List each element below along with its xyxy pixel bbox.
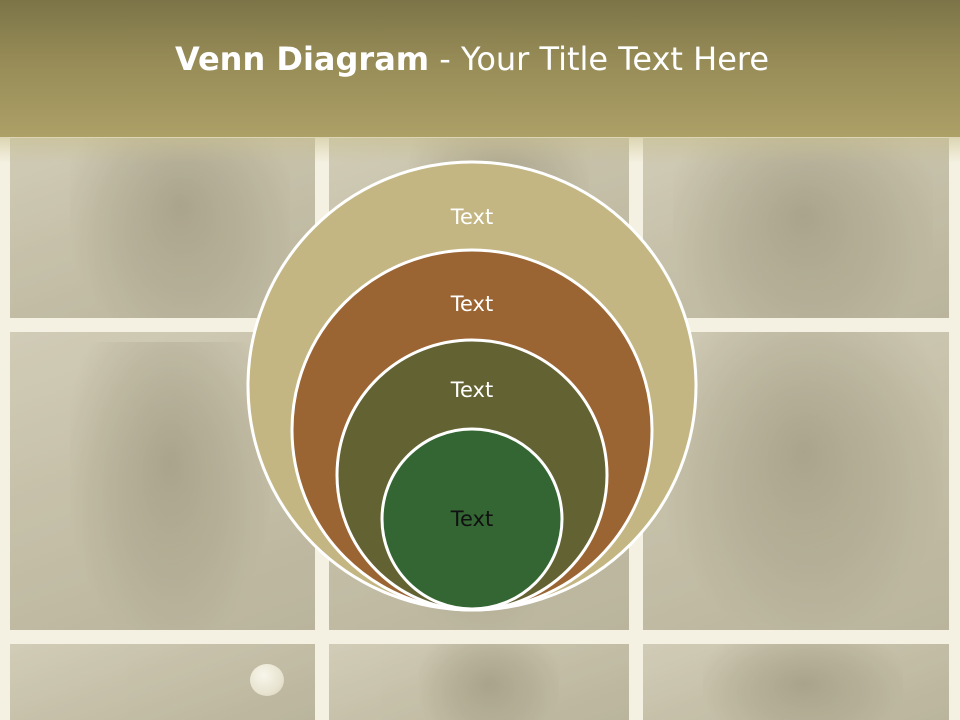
slide-title: Venn Diagram - Your Title Text Here bbox=[0, 40, 944, 78]
photo-tile bbox=[643, 644, 949, 720]
title-bar: Venn Diagram - Your Title Text Here bbox=[0, 0, 960, 163]
title-bold: Venn Diagram bbox=[174, 40, 430, 78]
ring-label-1: Text bbox=[450, 205, 493, 229]
golf-ball bbox=[250, 664, 284, 696]
photo-tile bbox=[10, 138, 315, 318]
ring-label-3: Text bbox=[450, 378, 493, 402]
ring-label-2: Text bbox=[450, 292, 493, 316]
diagram-labels: Text Text Text Text bbox=[450, 205, 493, 531]
photo-tile bbox=[643, 138, 949, 318]
title-rest: - Your Title Text Here bbox=[429, 40, 770, 78]
photo-tile bbox=[10, 644, 315, 720]
diagram-rings bbox=[246, 160, 698, 612]
photo-tile bbox=[329, 644, 629, 720]
ring-label-4: Text bbox=[450, 507, 493, 531]
ring-circle-4 bbox=[380, 427, 564, 611]
